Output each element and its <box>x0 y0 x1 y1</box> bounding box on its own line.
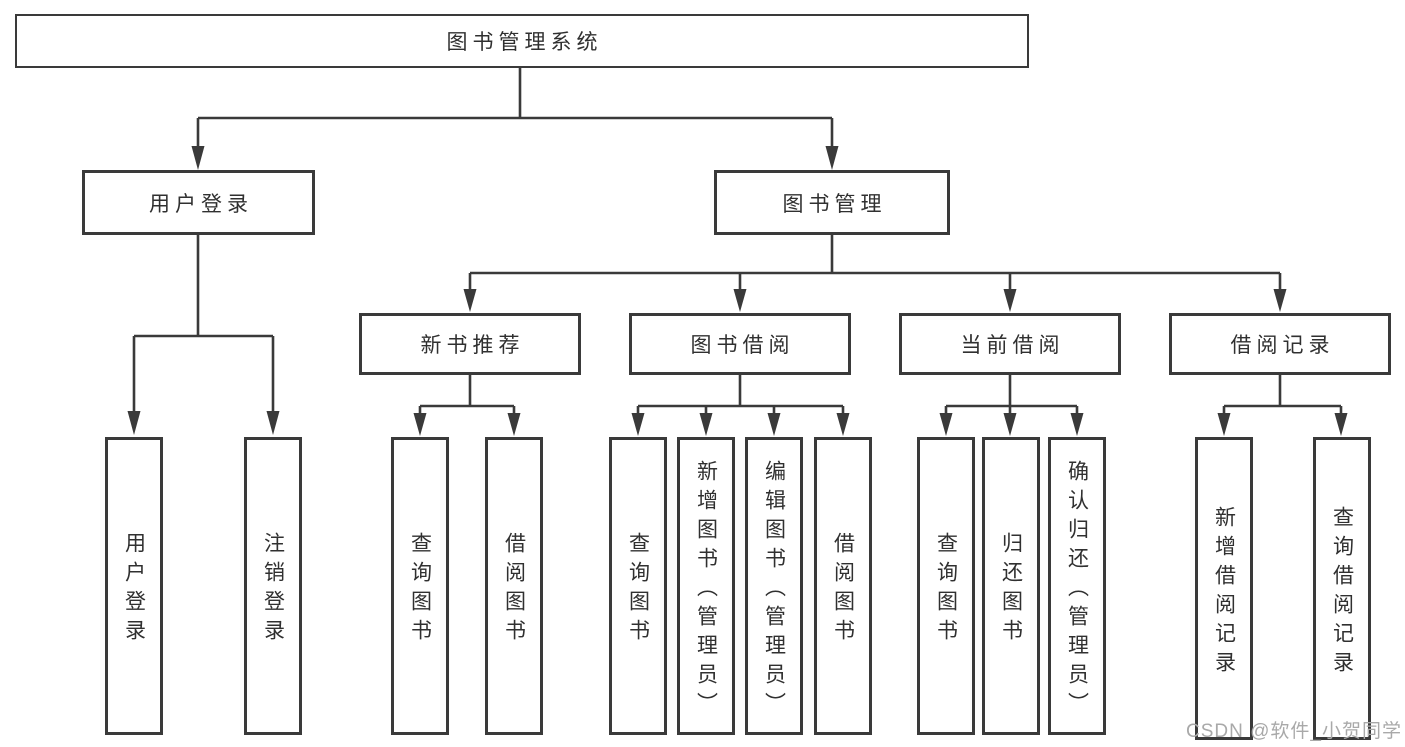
arrowhead <box>699 413 713 436</box>
leaf-logout: 注销登录 <box>244 437 302 735</box>
connector-book-mgmt-to-level2 <box>463 235 1287 312</box>
leaf-query-books-2: 查询图书 <box>609 437 667 735</box>
leaf-edit-books-admin: 编辑图书（管理员） <box>745 437 803 735</box>
node-current-borrowing-label: 当前借阅 <box>960 334 1065 357</box>
connector-new-book-to-leaves <box>413 375 521 436</box>
arrowhead <box>413 413 427 436</box>
node-new-book-recommend-label: 新书推荐 <box>420 334 525 357</box>
connector-user-login-to-leaves <box>127 235 280 435</box>
connector-book-borrow-to-leaves <box>631 375 850 436</box>
leaf-user-login-label: 用户登录 <box>122 532 146 648</box>
leaf-confirm-return-admin-label: 确认归还（管理员） <box>1065 459 1089 721</box>
leaf-query-borrow-record-label: 查询借阅记录 <box>1330 505 1354 680</box>
arrowhead <box>836 413 850 436</box>
arrowhead <box>463 289 477 312</box>
arrowhead <box>191 146 205 170</box>
leaf-add-borrow-record-label: 新增借阅记录 <box>1212 505 1236 680</box>
node-user-login: 用户登录 <box>82 170 315 235</box>
leaf-query-borrow-record: 查询借阅记录 <box>1313 437 1371 740</box>
leaf-borrow-books-2: 借阅图书 <box>814 437 872 735</box>
leaf-query-books-3-label: 查询图书 <box>934 532 958 648</box>
leaf-query-books-2-label: 查询图书 <box>626 532 650 648</box>
leaf-return-books: 归还图书 <box>982 437 1040 735</box>
leaf-add-borrow-record: 新增借阅记录 <box>1195 437 1253 740</box>
leaf-confirm-return-admin: 确认归还（管理员） <box>1048 437 1106 735</box>
connector-current-borrow-to-leaves <box>939 375 1084 436</box>
arrowhead <box>507 413 521 436</box>
arrowhead <box>825 146 839 170</box>
arrowhead <box>127 411 141 435</box>
arrowhead <box>733 289 747 312</box>
leaf-query-books-3: 查询图书 <box>917 437 975 735</box>
node-borrowing-records: 借阅记录 <box>1169 313 1391 375</box>
arrowhead <box>1273 289 1287 312</box>
node-library-system-label: 图书管理系统 <box>446 31 603 54</box>
node-book-management-label: 图书管理 <box>782 192 887 216</box>
arrowhead <box>1070 413 1084 436</box>
leaf-add-books-admin-label: 新增图书（管理员） <box>694 459 718 721</box>
arrowhead <box>1003 289 1017 312</box>
arrowhead <box>767 413 781 436</box>
leaf-user-login: 用户登录 <box>105 437 163 735</box>
leaf-edit-books-admin-label: 编辑图书（管理员） <box>762 459 786 721</box>
leaf-query-books-1: 查询图书 <box>391 437 449 735</box>
node-library-system: 图书管理系统 <box>15 14 1029 68</box>
node-book-borrowing-label: 图书借阅 <box>690 334 795 357</box>
leaf-logout-label: 注销登录 <box>261 532 285 648</box>
leaf-borrow-books-1-label: 借阅图书 <box>502 532 526 648</box>
arrowhead <box>631 413 645 436</box>
leaf-query-books-1-label: 查询图书 <box>408 532 432 648</box>
connector-root-to-level1 <box>191 68 839 170</box>
node-new-book-recommend: 新书推荐 <box>359 313 581 375</box>
node-current-borrowing: 当前借阅 <box>899 313 1121 375</box>
arrowhead <box>266 411 280 435</box>
leaf-add-books-admin: 新增图书（管理员） <box>677 437 735 735</box>
arrowhead <box>1003 413 1017 436</box>
node-book-management: 图书管理 <box>714 170 950 235</box>
node-book-borrowing: 图书借阅 <box>629 313 851 375</box>
arrowhead <box>1217 413 1231 436</box>
watermark: CSDN @软件_小贺同学 <box>1186 721 1402 742</box>
leaf-return-books-label: 归还图书 <box>999 532 1023 648</box>
leaf-borrow-books-1: 借阅图书 <box>485 437 543 735</box>
connector-borrow-record-to-leaves <box>1217 375 1348 436</box>
node-borrowing-records-label: 借阅记录 <box>1230 334 1335 357</box>
arrowhead <box>939 413 953 436</box>
node-user-login-label: 用户登录 <box>149 192 253 216</box>
leaf-borrow-books-2-label: 借阅图书 <box>831 532 855 648</box>
arrowhead <box>1334 413 1348 436</box>
